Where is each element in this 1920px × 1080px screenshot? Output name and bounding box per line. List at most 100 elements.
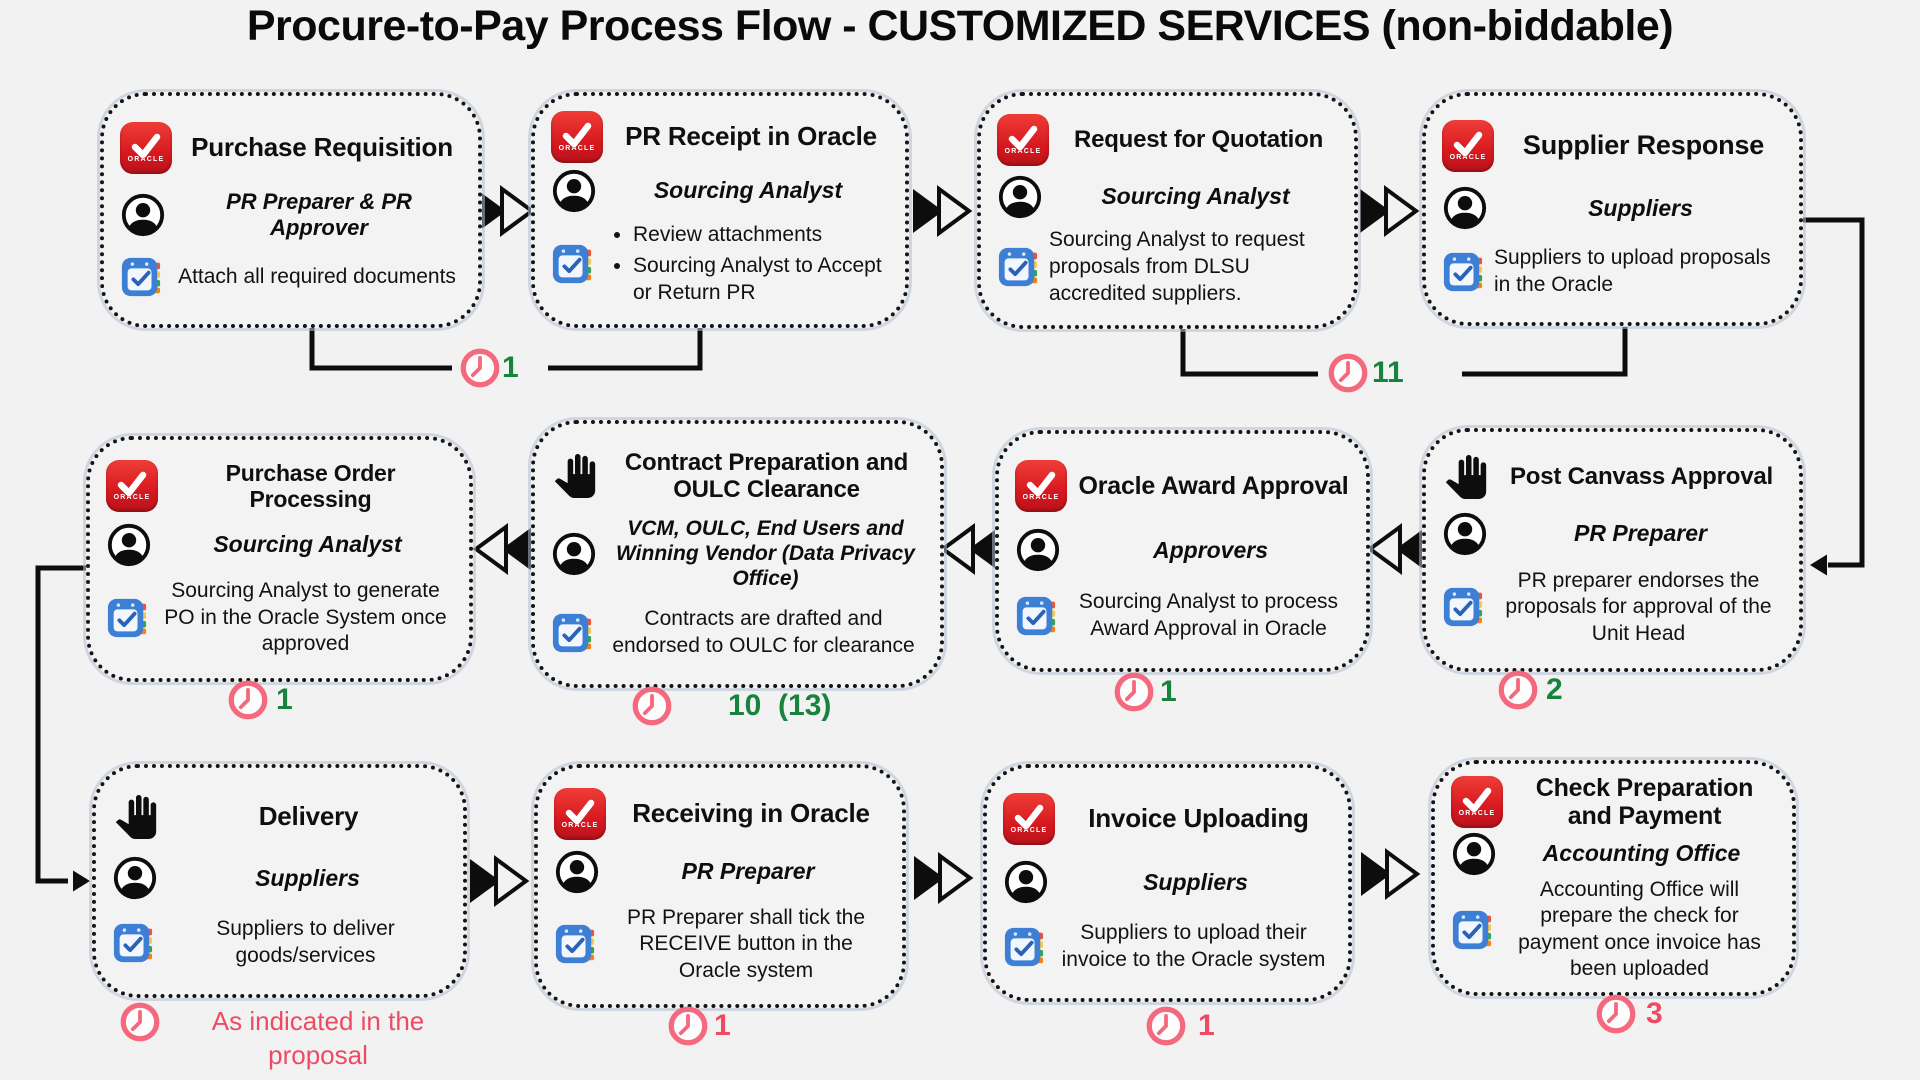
oracle-check-icon: ORACLE [106,460,158,512]
card-role-row: Accounting Office [1451,831,1776,877]
person-icon [106,522,152,568]
card-bullet: Review attachments [633,221,889,248]
arrowhead-left-icon [1810,554,1827,576]
card-desc: Contracts are drafted and endorsed to OU… [612,607,915,657]
card-desc-row: Accounting Office will prepare the check… [1451,877,1776,984]
flow-arrow-right-icon [1359,850,1419,898]
oracle-badge-label: ORACLE [113,494,151,501]
card-bullet: Sourcing Analyst to Accept or Return PR [633,252,889,307]
notes-icon [551,612,593,654]
card-title: Invoice Uploading [1088,802,1309,833]
oracle-check-icon: ORACLE [1451,776,1503,829]
flow-arrow-left-icon [474,525,534,573]
connector-row2-to-row3 [35,565,88,884]
card-role-row: Sourcing Analyst [551,168,889,214]
notes-icon [554,923,596,965]
oracle-badge-label: ORACLE [127,155,165,163]
person-icon [1451,831,1497,877]
oracle-badge-label: ORACLE [1004,147,1042,155]
oracle-check-icon: ORACLE [120,121,172,174]
card-header: ORACLE Request for Quotation [997,113,1338,166]
person-icon [1442,511,1488,557]
oracle-badge-label: ORACLE [1010,826,1048,834]
person-icon [551,531,597,577]
card-desc-row: PR preparer endorses the proposals for a… [1442,568,1783,648]
card-desc-row: Attach all required documents [120,256,462,298]
timer-bracket-left [1180,329,1318,377]
card-title: Oracle Award Approval [1078,471,1349,500]
card-desc-row: Sourcing Analyst to generate PO in the O… [106,578,453,658]
person-icon [112,855,158,901]
oracle-check-icon: ORACLE [554,787,606,840]
card-desc: Suppliers to deliver goods/services [216,917,395,967]
notes-icon [1451,909,1493,951]
card-title: Request for Quotation [1073,126,1324,154]
card-role-row: Suppliers [112,855,447,901]
person-icon [997,174,1043,220]
duration-timer [1144,1004,1188,1053]
card-role: PR Preparer & PR Approver [226,189,412,240]
card-role-row: Sourcing Analyst [997,174,1338,220]
duration-label: 1 [502,351,519,384]
card-desc-row: Contracts are drafted and endorsed to OU… [551,606,924,659]
flow-arrow-left-icon [941,525,1001,573]
card-role: PR Preparer [1574,520,1707,547]
duration-timer [1594,992,1638,1041]
arrowhead-right-icon [73,870,90,892]
person-icon [551,168,597,214]
card-title: Delivery [258,800,359,831]
timer-bracket-right [548,327,703,371]
duration-timer [666,1004,710,1053]
connector-row1-to-row2 [1799,217,1865,568]
card-role: VCM, OULC, End Users and Winning Vendor … [616,517,915,590]
card-desc-row: Suppliers to upload proposals in the Ora… [1442,245,1783,298]
card-desc: PR preparer endorses the proposals for a… [1505,568,1772,645]
card-title: PR Receipt in Oracle [625,121,877,152]
card-header: Delivery [112,793,447,841]
process-card-post-canvass-approval: Post Canvass Approval PR Preparer PR prepa… [1422,428,1803,672]
flow-arrow-right-icon [912,854,972,902]
card-header: ORACLE Purchase Order Processing [106,460,453,512]
card-role: Sourcing Analyst [653,176,843,203]
card-desc-row: Sourcing Analyst to process Award Approv… [1015,589,1350,642]
card-role-row: Approvers [1015,527,1350,573]
notes-icon [1442,251,1484,293]
card-desc-row: Sourcing Analyst to request proposals fr… [997,227,1338,307]
flow-arrow-right-icon [911,187,971,235]
card-title: Check Preparation and Payment [1535,774,1754,831]
card-role-row: PR Preparer & PR Approver [120,189,462,241]
oracle-badge-label: ORACLE [1458,810,1496,818]
clock-icon [632,686,672,726]
card-role-row: Suppliers [1442,185,1783,231]
card-desc: Attach all required documents [178,265,456,289]
card-desc: PR Preparer shall tick the RECEIVE butto… [626,905,866,982]
duration-label: 1 [276,683,293,716]
card-header: Post Canvass Approval [1442,453,1783,501]
card-role: PR Preparer [681,858,815,885]
duration-label: As indicated in the proposal [211,1006,425,1071]
card-desc-row: Review attachmentsSourcing Analyst to Ac… [551,218,889,309]
duration-label: 3 [1646,997,1663,1030]
raised-hand-icon [551,452,599,500]
notes-icon [106,597,148,639]
oracle-check-icon: ORACLE [997,113,1049,166]
card-desc: Accounting Office will prepare the check… [1518,877,1761,981]
clock-icon [120,1002,160,1042]
oracle-badge-label: ORACLE [561,821,599,829]
card-title: Purchase Order Processing [225,460,396,512]
notes-icon [997,246,1039,288]
person-icon [554,849,600,895]
clock-icon [460,348,500,388]
card-desc: Sourcing Analyst to request proposals fr… [1049,228,1305,305]
card-role-row: VCM, OULC, End Users and Winning Vendor … [551,517,924,591]
